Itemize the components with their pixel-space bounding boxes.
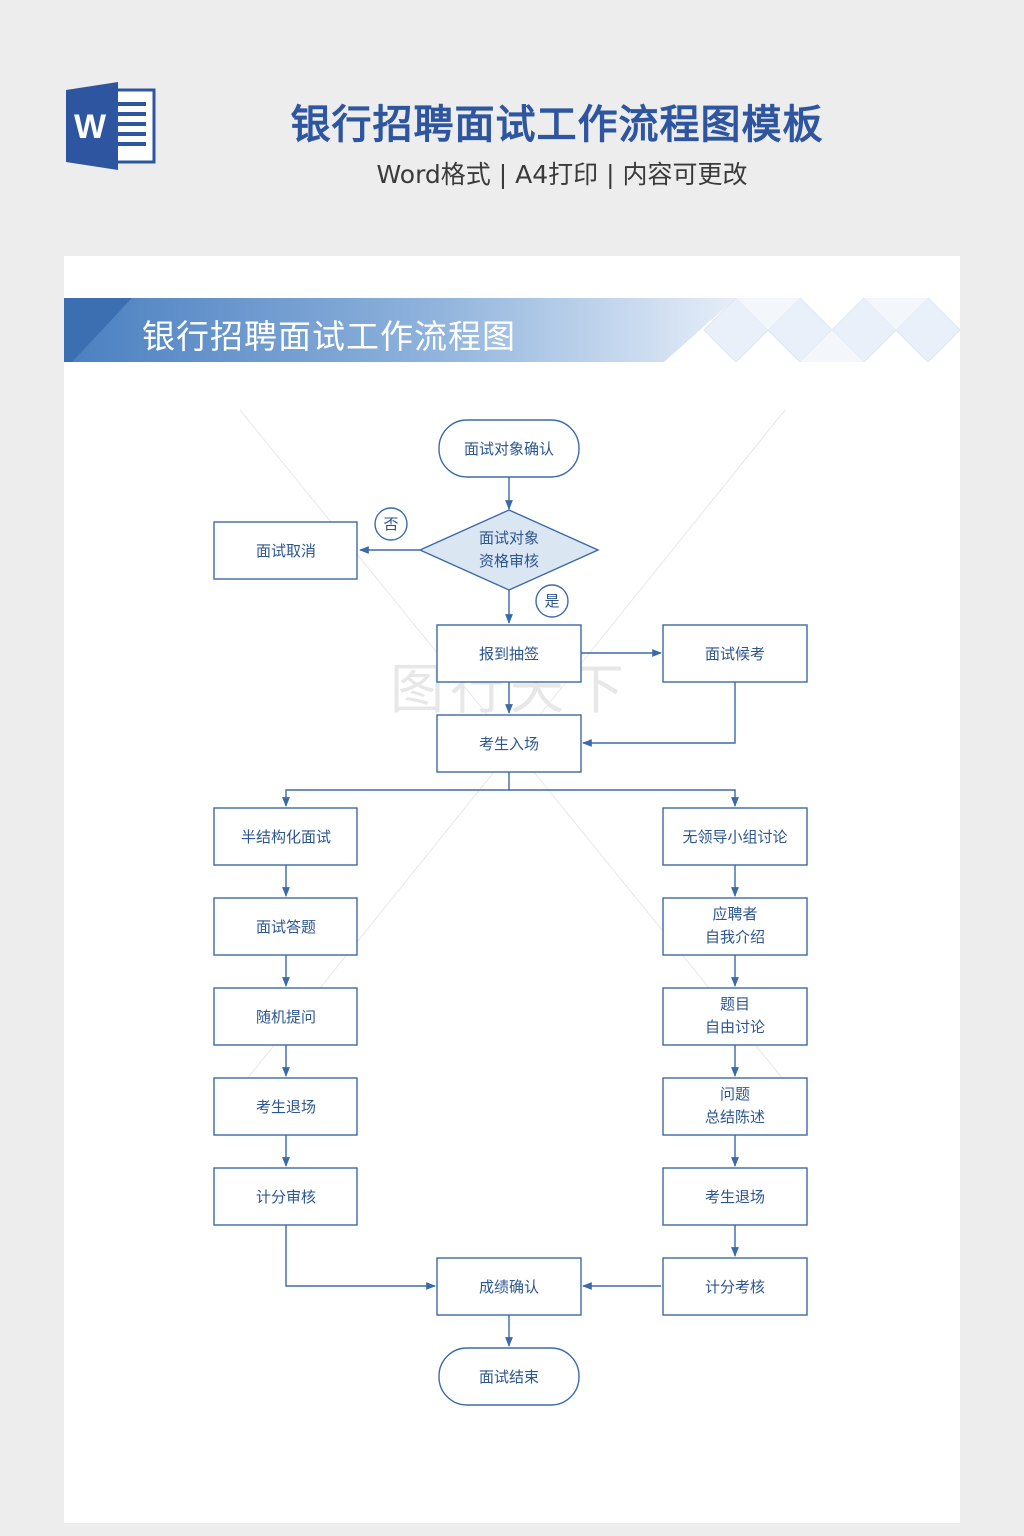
end-label: 面试结束	[479, 1368, 539, 1386]
left-step-4-label: 考生退场	[256, 1098, 316, 1116]
no-label: 否	[383, 515, 398, 533]
enter-node: 考生入场	[436, 714, 582, 773]
right-step-3-label-1: 题目	[720, 995, 750, 1013]
connectors	[282, 477, 739, 1347]
yes-badge: 是	[535, 584, 569, 618]
right-step-3-label-2: 自由讨论	[705, 1018, 765, 1036]
no-badge: 否	[374, 507, 408, 541]
confirm-node: 成绩确认	[436, 1257, 582, 1316]
right-step-2: 应聘者 自我介绍	[662, 897, 808, 956]
right-step-2-label-2: 自我介绍	[705, 928, 765, 946]
waiting-node: 面试候考	[662, 624, 808, 683]
confirm-label: 成绩确认	[479, 1278, 539, 1296]
left-step-3-label: 随机提问	[256, 1008, 316, 1026]
left-step-2-label: 面试答题	[256, 918, 316, 936]
banner-title: 银行招聘面试工作流程图	[142, 317, 516, 356]
right-step-5: 考生退场	[662, 1167, 808, 1226]
end-node: 面试结束	[438, 1347, 580, 1406]
right-step-4-label-2: 总结陈述	[705, 1108, 765, 1126]
start-node: 面试对象确认	[438, 419, 580, 478]
cancel-label: 面试取消	[256, 542, 316, 560]
left-step-2: 面试答题	[213, 897, 358, 956]
right-step-3: 题目 自由讨论	[662, 987, 808, 1046]
word-document-icon: W	[66, 82, 156, 170]
right-step-6: 计分考核	[662, 1257, 808, 1316]
right-step-4-label-1: 问题	[720, 1085, 750, 1103]
left-step-5: 计分审核	[213, 1167, 358, 1226]
logo-letter: W	[74, 108, 107, 146]
page-title: 银行招聘面试工作流程图模板	[290, 102, 824, 148]
right-step-1: 无领导小组讨论	[662, 807, 808, 866]
decision-label-1: 面试对象	[479, 529, 539, 547]
right-step-1-label: 无领导小组讨论	[682, 828, 787, 846]
left-step-3: 随机提问	[213, 987, 358, 1046]
enter-label: 考生入场	[479, 735, 539, 753]
right-step-6-label: 计分考核	[705, 1278, 765, 1296]
left-step-4: 考生退场	[213, 1077, 358, 1136]
draw-lots-label: 报到抽签	[479, 645, 539, 663]
start-label: 面试对象确认	[464, 440, 554, 458]
left-step-5-label: 计分审核	[256, 1188, 316, 1206]
draw-lots-node: 报到抽签	[436, 624, 582, 683]
right-step-2-label-1: 应聘者	[712, 905, 757, 923]
page-subtitle: Word格式 | A4打印 | 内容可更改	[376, 160, 748, 189]
left-step-1: 半结构化面试	[213, 807, 358, 866]
right-step-5-label: 考生退场	[705, 1188, 765, 1206]
section-banner	[64, 298, 960, 362]
cancel-node: 面试取消	[213, 521, 358, 580]
decision-label-2: 资格审核	[479, 552, 539, 570]
qualification-decision: 面试对象 资格审核	[418, 509, 600, 591]
waiting-label: 面试候考	[705, 645, 765, 663]
yes-label: 是	[544, 592, 559, 610]
left-step-1-label: 半结构化面试	[241, 828, 331, 846]
right-step-4: 问题 总结陈述	[662, 1077, 808, 1136]
